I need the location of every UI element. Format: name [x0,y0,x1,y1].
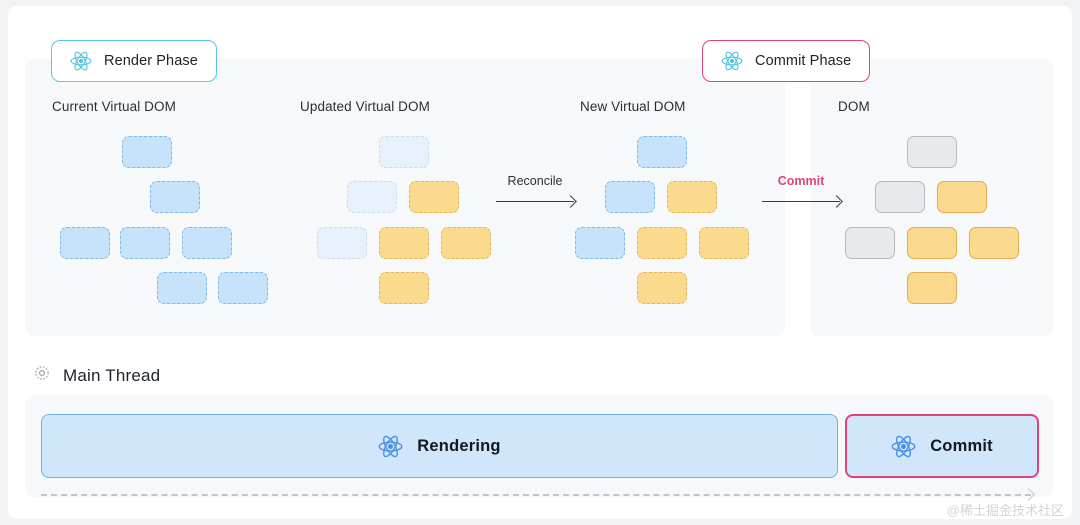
arrow-line [762,201,840,202]
react-atom-icon [378,434,403,459]
tree-node [379,227,429,259]
tree-node [667,181,717,213]
react-atom-icon [721,50,743,72]
column-title-updated: Updated Virtual DOM [300,99,430,114]
tree-node [699,227,749,259]
tree-node [637,272,687,304]
tree-node [637,136,687,168]
commit-bar-label: Commit [930,436,993,455]
tree-node [575,227,625,259]
commit-phase-label: Commit Phase [755,53,852,69]
tree-node [182,227,232,259]
watermark: @稀土掘金技术社区 [946,503,1064,518]
tree-node [969,227,1019,259]
commit-bar[interactable]: Commit [845,414,1039,478]
tree-node [150,181,200,213]
tree-node [120,227,170,259]
tree-node [637,227,687,259]
tree-node [60,227,110,259]
render-phase-badge[interactable]: Render Phase [51,40,217,82]
tree-node [157,272,207,304]
commit-arrow: Commit [762,170,843,208]
column-title-new: New Virtual DOM [580,99,686,114]
tree-node [845,227,895,259]
tree-node [907,272,957,304]
tree-node [907,227,957,259]
tree-node [605,181,655,213]
main-thread-header: Main Thread [33,364,160,387]
timeline-arrow-icon [41,488,1035,501]
react-atom-icon [70,50,92,72]
tree-node [907,136,957,168]
reconcile-arrow-label: Reconcile [507,174,563,188]
react-atom-icon [891,434,916,459]
column-title-current: Current Virtual DOM [52,99,176,114]
tree-node [937,181,987,213]
rendering-bar-label: Rendering [417,436,501,455]
tree-node [409,181,459,213]
commit-arrow-label: Commit [777,174,825,188]
timeline-line [41,494,1031,496]
reconcile-arrow: Reconcile [496,170,577,208]
main-thread-title: Main Thread [63,365,161,385]
tree-node [347,181,397,213]
tree-node [317,227,367,259]
tree-node [379,272,429,304]
tree-node [379,136,429,168]
commit-phase-badge[interactable]: Commit Phase [702,40,871,82]
tree-node [441,227,491,259]
arrow-line [496,201,574,202]
tree-node [122,136,172,168]
tree-node [875,181,925,213]
render-phase-label: Render Phase [104,53,198,69]
tree-node [218,272,268,304]
rendering-bar[interactable]: Rendering [41,414,838,478]
column-title-dom: DOM [838,99,870,114]
gear-icon [33,364,51,387]
